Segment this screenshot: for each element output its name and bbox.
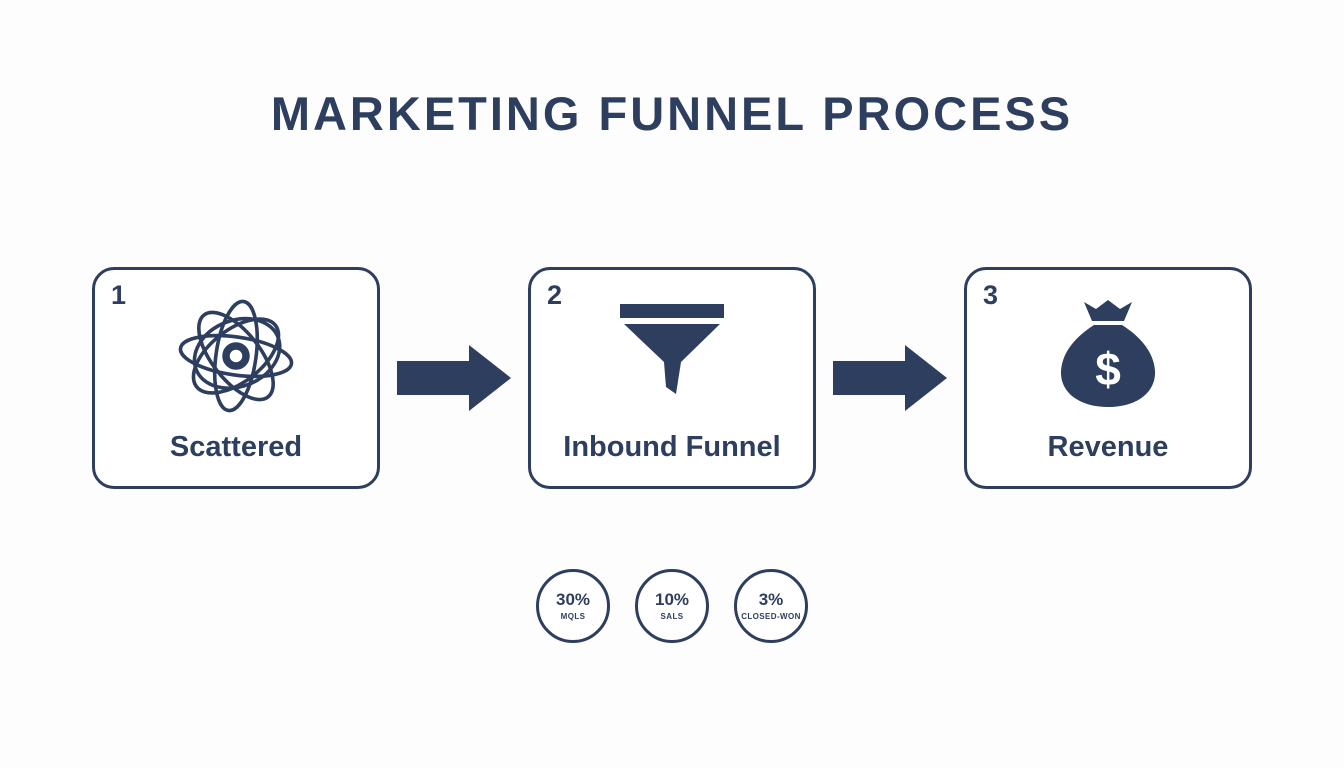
arrow-head <box>905 345 947 411</box>
metric-circle-closed-won: 3% CLOSED-WON <box>734 569 808 643</box>
scattered-scribble-icon <box>95 290 377 422</box>
arrow-shaft <box>397 361 469 395</box>
step-box-scattered: 1 Scattered <box>92 267 380 489</box>
metric-label: SALS <box>660 611 684 621</box>
svg-text:$: $ <box>1095 343 1121 395</box>
funnel-flow: 1 Scattered <box>0 267 1344 489</box>
step-label: Inbound Funnel <box>563 431 781 463</box>
arrow-head <box>469 345 511 411</box>
step-number: 2 <box>547 280 563 310</box>
step-number: 1 <box>111 280 127 310</box>
arrow-right-icon <box>397 345 511 411</box>
step-label: Scattered <box>169 431 303 463</box>
step-label: Revenue <box>1047 431 1169 463</box>
step-box-revenue: 3 $ Revenue <box>964 267 1252 489</box>
arrow-right-icon <box>833 345 947 411</box>
diagram-canvas: MARKETING FUNNEL PROCESS 1 Scattered <box>0 86 1344 768</box>
step-number: 3 <box>983 280 999 310</box>
step-box-inbound-funnel: 2 Inbound Funnel <box>528 267 816 489</box>
diagram-title: MARKETING FUNNEL PROCESS <box>270 87 1074 140</box>
metric-circle-mqls: 30% MQLS <box>536 569 610 643</box>
metric-label: MQLS <box>560 611 586 621</box>
conversion-metrics: 30% MQLS 10% SALS 3% CLOSED-WON <box>0 569 1344 643</box>
money-bag-icon: $ <box>967 290 1249 422</box>
metric-value: 30% <box>555 590 591 610</box>
metric-value: 3% <box>758 590 784 610</box>
funnel-icon <box>531 290 813 422</box>
arrow-shaft <box>833 361 905 395</box>
metric-label: CLOSED-WON <box>741 611 801 621</box>
metric-value: 10% <box>654 590 690 610</box>
metric-circle-sals: 10% SALS <box>635 569 709 643</box>
